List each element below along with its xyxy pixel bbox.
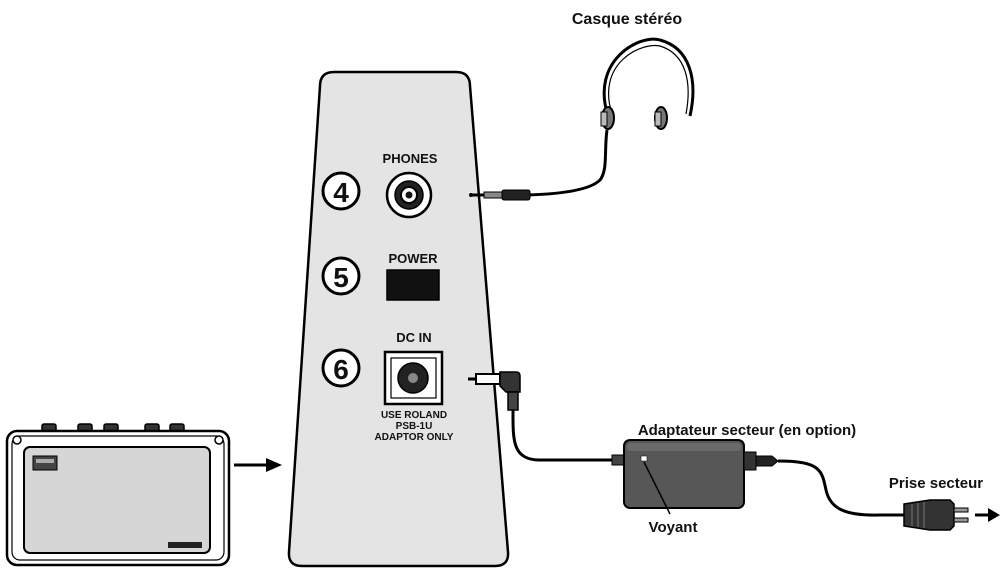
- headphones-label: Casque stéréo: [572, 11, 682, 28]
- phones-callout-number: 4: [321, 171, 361, 211]
- amp-nameplate: [168, 542, 202, 548]
- amplifier-device: [5, 423, 231, 567]
- indicator-label: Voyant: [649, 519, 698, 536]
- indicator-led: [640, 455, 648, 462]
- amp-to-panel-arrow: [234, 458, 282, 472]
- svg-text:6: 6: [333, 354, 349, 385]
- dcin-jack: [383, 350, 444, 406]
- svg-text:5: 5: [333, 262, 349, 293]
- ac-adapter: Adaptateur secteur (en option) Voyant: [623, 422, 904, 536]
- dcin-label: DC IN: [396, 330, 431, 345]
- headphones: Casque stéréo: [469, 11, 695, 201]
- svg-text:4: 4: [333, 177, 349, 208]
- adaptor-note-line-2: PSB-1U: [396, 421, 433, 432]
- power-callout-number: 5: [321, 256, 361, 296]
- adaptor-note-line-3: ADAPTOR ONLY: [375, 432, 454, 443]
- side-panel: PHONES 4 POWER 5 DC IN 6 U: [287, 70, 510, 568]
- outlet-label: Prise secteur: [889, 475, 983, 492]
- phones-label: PHONES: [383, 151, 438, 166]
- adaptor-note-line-1: USE ROLAND: [381, 410, 447, 421]
- adapter-label: Adaptateur secteur (en option): [638, 422, 856, 439]
- power-switch: [386, 269, 440, 301]
- phones-jack: [385, 171, 433, 219]
- amp-grille: [23, 446, 211, 554]
- ac-plug: Prise secteur: [889, 475, 1000, 531]
- dcin-callout-number: 6: [321, 348, 361, 388]
- power-label: POWER: [388, 251, 438, 266]
- dc-cable: [468, 371, 625, 466]
